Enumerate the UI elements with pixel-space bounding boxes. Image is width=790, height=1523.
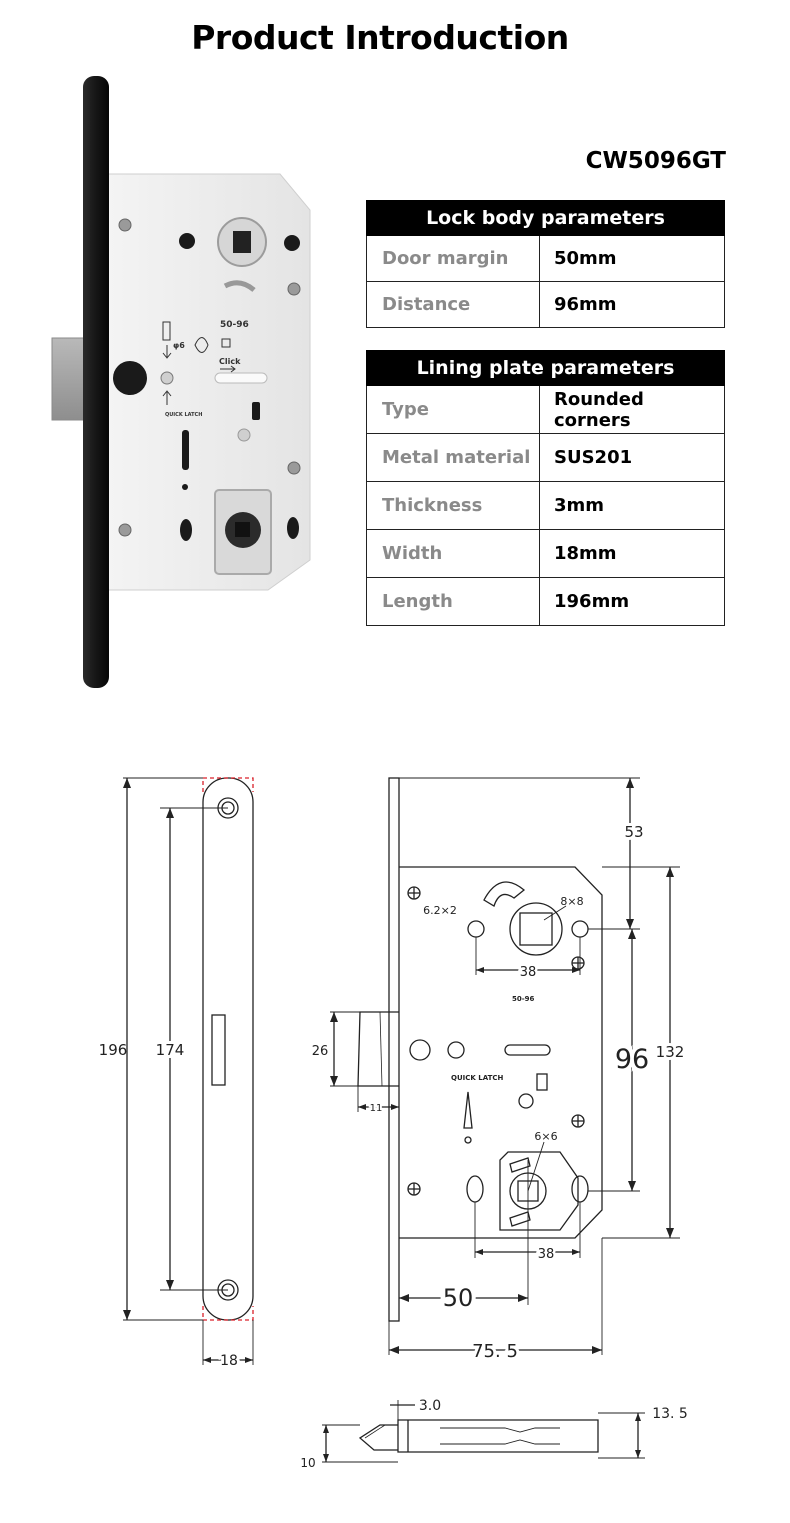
- param-key: Door margin: [367, 236, 540, 281]
- param-key: Type: [367, 386, 540, 433]
- svg-text:QUICK LATCH: QUICK LATCH: [451, 1074, 503, 1082]
- param-key: Length: [367, 578, 540, 625]
- dim-10: 10: [300, 1456, 315, 1470]
- param-key: Metal material: [367, 434, 540, 481]
- dim-196: 196: [99, 1041, 128, 1059]
- dim-11: 11: [370, 1103, 383, 1114]
- table-row: Metal material SUS201: [366, 434, 725, 482]
- table-row: Length 196mm: [366, 578, 725, 626]
- side-view-outline: [397, 1419, 599, 1453]
- dim-6x6: 6×6: [534, 1130, 557, 1143]
- dim-38-bottom: 38: [538, 1247, 555, 1262]
- dim-132: 132: [656, 1043, 685, 1061]
- param-key: Width: [367, 530, 540, 577]
- lining-plate-table-header: Lining plate parameters: [366, 350, 725, 386]
- lock-body-table-header: Lock body parameters: [366, 200, 725, 236]
- dim-3-0: 3.0: [419, 1398, 441, 1414]
- front-plate-outline: [202, 777, 254, 1321]
- svg-text:50-96: 50-96: [512, 995, 535, 1003]
- dim-174: 174: [156, 1041, 185, 1059]
- param-value: 3mm: [554, 495, 605, 516]
- param-key: Thickness: [367, 482, 540, 529]
- page-title: Product Introduction: [191, 18, 569, 57]
- table-row: Thickness 3mm: [366, 482, 725, 530]
- table-row: Width 18mm: [366, 530, 725, 578]
- param-value: 18mm: [554, 543, 617, 564]
- dim-8x8: 8×8: [560, 895, 583, 908]
- drawing-case: [399, 866, 603, 1239]
- drawing-front-plate: [388, 777, 400, 1322]
- dim-13-5: 13. 5: [652, 1406, 688, 1422]
- param-value: 96mm: [554, 294, 617, 315]
- param-value: 50mm: [554, 248, 617, 269]
- dim-50: 50: [443, 1284, 474, 1312]
- param-value: 196mm: [554, 591, 630, 612]
- dim-96: 96: [615, 1044, 649, 1075]
- model-code: CW5096GT: [585, 148, 726, 174]
- lining-plate-table: Lining plate parameters Type Rounded cor…: [366, 350, 725, 626]
- table-row: Distance 96mm: [366, 282, 725, 328]
- dim-6-2x2: 6.2×2: [423, 904, 457, 917]
- param-key: Distance: [367, 282, 540, 327]
- param-value: SUS201: [554, 447, 633, 468]
- dim-26: 26: [312, 1044, 329, 1059]
- table-row: Door margin 50mm: [366, 236, 725, 282]
- dim-38-top: 38: [520, 965, 537, 980]
- param-value: Rounded corners: [554, 388, 644, 431]
- dim-75-5: 75. 5: [472, 1341, 518, 1362]
- lock-body-table: Lock body parameters Door margin 50mm Di…: [366, 200, 725, 328]
- dim-53: 53: [624, 823, 643, 841]
- table-row: Type Rounded corners: [366, 386, 725, 434]
- dim-18: 18: [220, 1353, 238, 1369]
